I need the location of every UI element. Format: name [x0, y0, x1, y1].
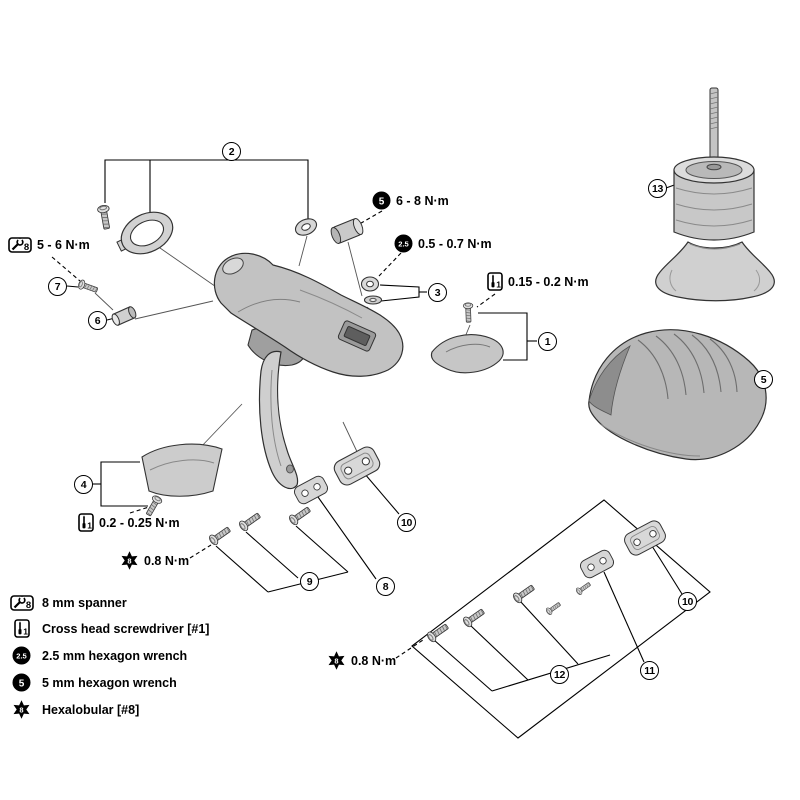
hex25-size: 2.5 — [398, 240, 409, 249]
callout-3: 3 — [428, 283, 447, 302]
callout-5: 5 — [754, 370, 773, 389]
torque-label-mid-screws: 8 0.8 N·m — [120, 551, 189, 570]
hexalobular-8-icon: 8 — [120, 551, 139, 570]
hexalobular-size: 8 — [334, 656, 338, 665]
callout-7: 7 — [48, 277, 67, 296]
part-adjuster-plug-13 — [655, 87, 775, 302]
legend-label: 8 mm spanner — [42, 596, 127, 610]
callout-4: 4 — [74, 475, 93, 494]
legend-label: Hexalobular [#8] — [42, 702, 140, 717]
lever-body-display — [337, 320, 377, 352]
torque-value: 0.15 - 0.2 N·m — [508, 274, 589, 289]
callout-2: 2 — [222, 142, 241, 161]
hex-wrench-5-icon: 5 — [372, 191, 391, 210]
hexalobular-8-icon: 8 — [327, 651, 346, 670]
legend-label: Cross head screwdriver [#1] — [42, 621, 210, 636]
spanner-size: 8 — [25, 600, 30, 611]
spanner-size: 8 — [24, 242, 29, 253]
torque-value: 0.8 N·m — [144, 553, 190, 568]
hexalobular-size: 8 — [19, 705, 23, 714]
tool-legend: 8 8 mm spanner 1 Cross head screwdriver … — [8, 595, 209, 719]
spanner-8-icon: 8 — [8, 595, 35, 611]
torque-label-clamp-band: 8 5 - 6 N·m — [8, 237, 90, 253]
callout-10a: 10 — [397, 513, 416, 532]
hex5-size: 5 — [19, 678, 25, 689]
cross-head-screwdriver-icon: 1 — [78, 513, 94, 532]
part-oval-washer — [294, 218, 318, 236]
part-washers-3 — [360, 276, 383, 305]
part-name-plate-4 — [141, 443, 223, 518]
torque-label-lever-screw: 1 0.15 - 0.2 N·m — [487, 272, 589, 291]
part-clamp-band — [116, 211, 174, 255]
lever-body — [213, 252, 404, 377]
callout-12: 12 — [550, 665, 569, 684]
phillips-size: 1 — [496, 280, 501, 290]
callout-11: 11 — [640, 661, 659, 680]
bottom-right-fastener-group — [425, 517, 669, 644]
legend-label: 5 mm hexagon wrench — [42, 675, 177, 690]
legend-item-hex-2-5: 2.5 2.5 mm hexagon wrench — [8, 646, 209, 665]
callout-8: 8 — [376, 577, 395, 596]
torque-value: 0.2 - 0.25 N·m — [99, 515, 180, 530]
phillips-size: 1 — [87, 521, 92, 531]
part-lever-plate-1 — [430, 302, 504, 374]
torque-value: 5 - 6 N·m — [37, 238, 90, 252]
part-bushing-6 — [111, 306, 137, 326]
callout-10b: 10 — [678, 592, 697, 611]
phillips-size: 1 — [23, 627, 28, 637]
legend-item-hex-5: 5 5 mm hexagon wrench — [8, 673, 209, 692]
hex-wrench-5-icon: 5 — [8, 673, 35, 692]
hex25-size: 2.5 — [16, 652, 27, 661]
torque-label-fixing-bolt: 5 6 - 8 N·m — [372, 191, 449, 210]
cross-head-screwdriver-icon: 1 — [487, 272, 503, 291]
callout-13: 13 — [648, 179, 667, 198]
hexalobular-8-icon: 8 — [8, 700, 35, 719]
callout-6: 6 — [88, 311, 107, 330]
legend-label: 2.5 mm hexagon wrench — [42, 648, 188, 663]
dashed-leader-lines — [51, 210, 496, 659]
torque-value: 0.8 N·m — [351, 653, 397, 668]
legend-item-hexalobular: 8 Hexalobular [#8] — [8, 700, 209, 719]
part-clamp-bolt — [96, 204, 114, 231]
legend-item-screwdriver: 1 Cross head screwdriver [#1] — [8, 619, 209, 638]
spanner-8-icon: 8 — [8, 237, 32, 253]
hex5-size: 5 — [379, 196, 385, 207]
part-bolt-7 — [76, 278, 100, 296]
torque-label-name-plate-screw: 1 0.2 - 0.25 N·m — [78, 513, 180, 532]
callout-9: 9 — [300, 572, 319, 591]
hex-wrench-2-5-icon: 2.5 — [8, 646, 35, 665]
legend-item-spanner: 8 8 mm spanner — [8, 595, 209, 611]
part-hood-cover-5 — [588, 329, 767, 461]
hexalobular-size: 8 — [127, 556, 131, 565]
brake-lever-blade — [258, 350, 299, 490]
cross-head-screwdriver-icon: 1 — [8, 619, 35, 638]
torque-label-bottom-screws: 8 0.8 N·m — [327, 651, 396, 670]
hex-wrench-2-5-icon: 2.5 — [394, 234, 413, 253]
callout-1: 1 — [538, 332, 557, 351]
torque-label-top-screw: 2.5 0.5 - 0.7 N·m — [394, 234, 492, 253]
torque-value: 0.5 - 0.7 N·m — [418, 236, 492, 251]
mid-fastener-group — [207, 443, 384, 547]
part-fixing-nut — [330, 217, 364, 245]
torque-value: 6 - 8 N·m — [396, 193, 449, 208]
